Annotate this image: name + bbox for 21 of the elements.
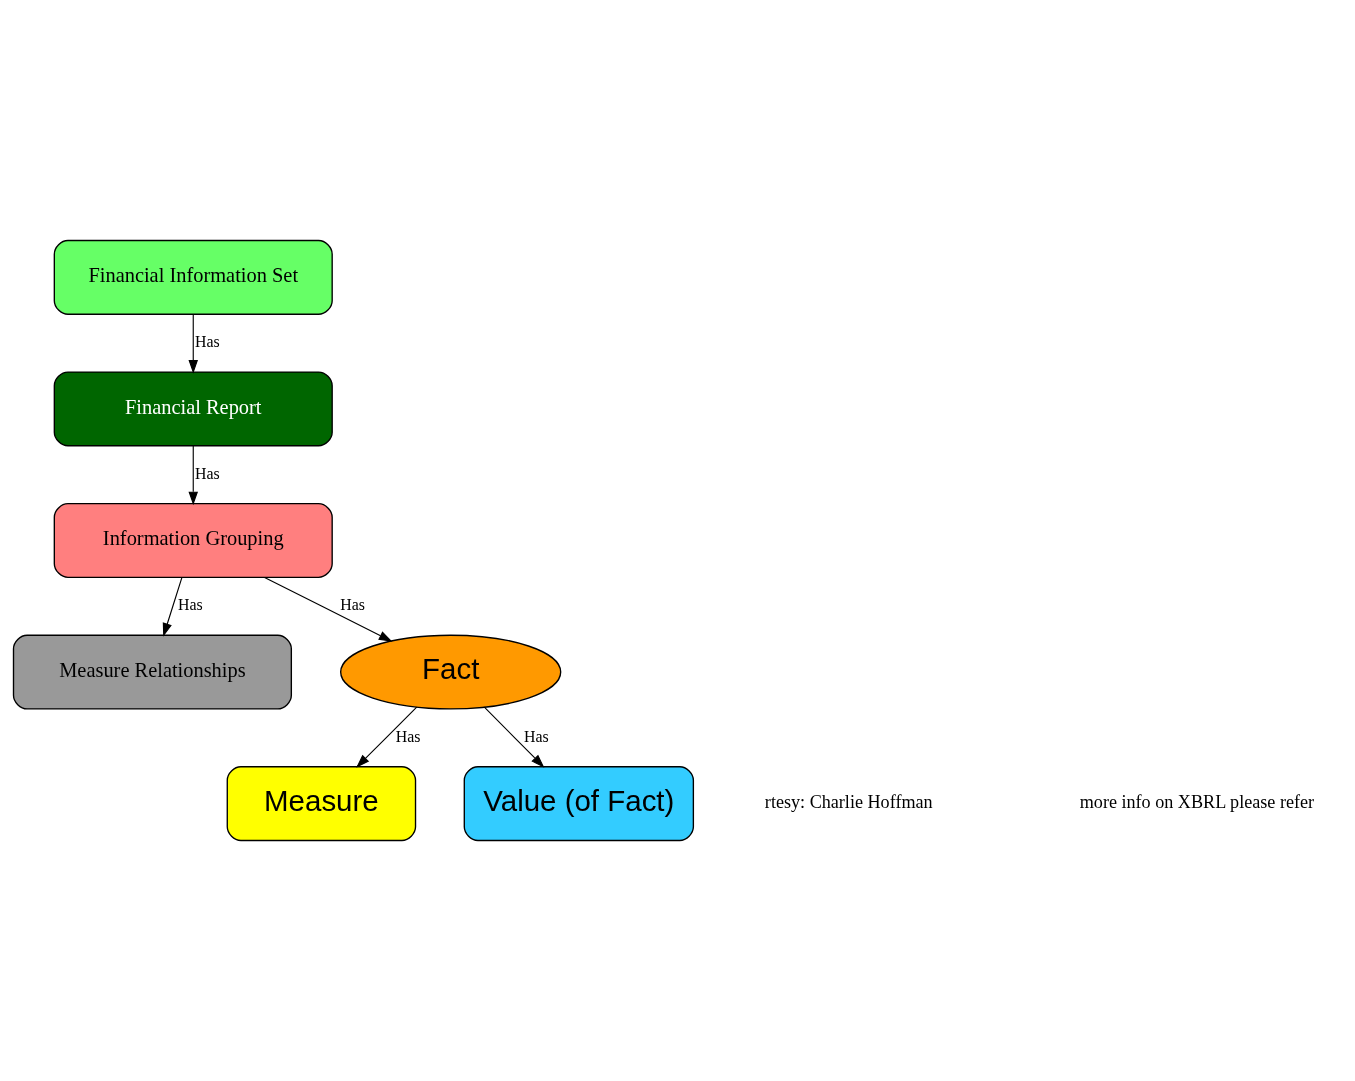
label: rtesy: Charlie Hoffman xyxy=(764,791,933,812)
node-box: Measure xyxy=(226,766,417,842)
node-box: Financial Information Set xyxy=(53,239,333,315)
edge-label: Has xyxy=(195,464,220,482)
node-box: Financial Report xyxy=(53,371,333,447)
edge-label: Has xyxy=(523,728,549,746)
arrow xyxy=(188,445,198,506)
node-box: Measure Relationships xyxy=(12,634,293,710)
arrow xyxy=(483,706,545,768)
node-ellipse: Fact xyxy=(340,634,562,710)
node-box: Information Grouping xyxy=(53,502,333,579)
arrow xyxy=(162,577,183,637)
arrow xyxy=(188,314,198,374)
label: more info on XBRL please refer xyxy=(1079,791,1315,812)
node-box: Value (of Fact) xyxy=(463,766,695,842)
edge-label: Has xyxy=(178,596,203,614)
edge-label: Has xyxy=(340,596,365,614)
edge-label: Has xyxy=(395,728,421,746)
arrow xyxy=(356,706,418,768)
arrow xyxy=(264,576,393,642)
edge-label: Has xyxy=(195,333,220,351)
